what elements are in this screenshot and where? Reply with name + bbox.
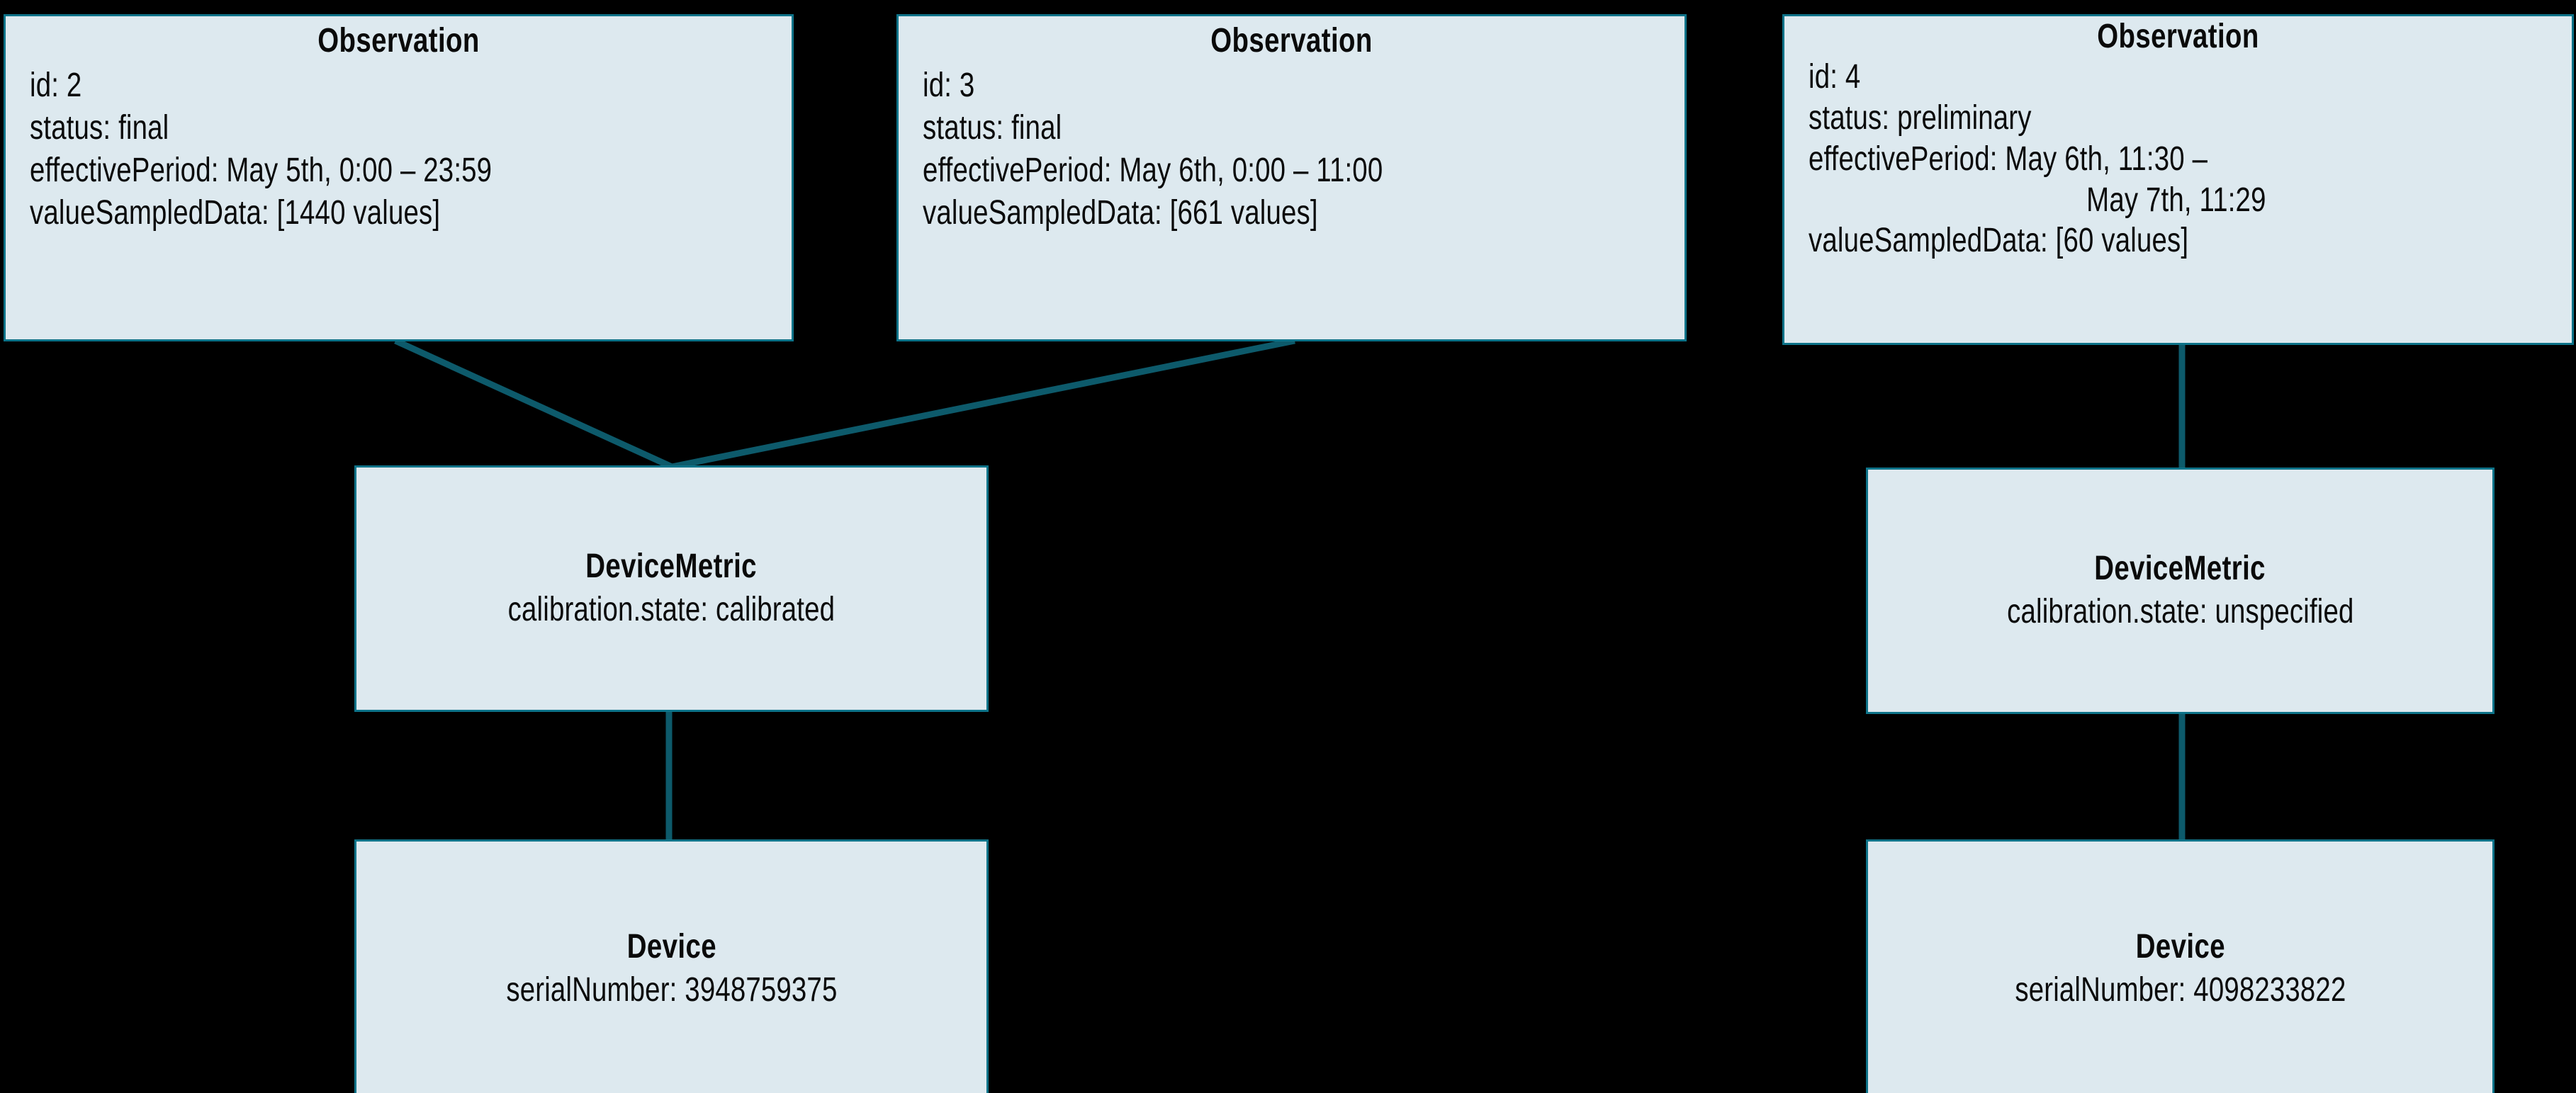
node-title-devicemetric-unspecified: DeviceMetric xyxy=(2094,550,2266,588)
node-observation-4[interactable]: Observation id: 4 status: preliminary ef… xyxy=(1782,14,2574,345)
observation-4-effective-period: effectivePeriod: May 6th, 11:30 – xyxy=(1809,140,2208,178)
observation-4-status: status: preliminary xyxy=(1809,98,2032,137)
node-title-observation-2: Observation xyxy=(317,22,480,60)
observation-3-id: id: 3 xyxy=(923,66,975,104)
observation-2-value-sampled-data: valueSampledData: [1440 values] xyxy=(30,193,441,232)
node-title-observation-4: Observation xyxy=(2097,18,2259,55)
observation-3-value-sampled-data: valueSampledData: [661 values] xyxy=(923,193,1318,232)
observation-4-value-sampled-data: valueSampledData: [60 values] xyxy=(1809,222,2189,260)
observation-3-effective-period: effectivePeriod: May 6th, 0:00 – 11:00 xyxy=(923,151,1383,189)
observation-2-status: status: final xyxy=(30,108,169,147)
observation-2-effective-period: effectivePeriod: May 5th, 0:00 – 23:59 xyxy=(30,151,493,189)
observation-4-effective-period-end: May 7th, 11:29 xyxy=(2086,181,2266,219)
node-devicemetric-calibrated[interactable]: DeviceMetric calibration.state: calibrat… xyxy=(354,465,989,712)
node-body-observation-4: id: 4 status: preliminary effectivePerio… xyxy=(1784,57,2572,260)
edge-observation3-to-devicemetric1 xyxy=(671,337,1295,470)
node-device-4098233822[interactable]: Device serialNumber: 4098233822 xyxy=(1866,839,2495,1093)
observation-2-id: id: 2 xyxy=(30,66,82,104)
node-title-observation-3: Observation xyxy=(1210,22,1373,60)
devicemetric-calibrated-calibration-state: calibration.state: calibrated xyxy=(507,591,836,628)
device-3948759375-serial-number: serialNumber: 3948759375 xyxy=(505,970,838,1009)
node-observation-2[interactable]: Observation id: 2 status: final effectiv… xyxy=(4,14,794,341)
device-4098233822-serial-number: serialNumber: 4098233822 xyxy=(2014,970,2346,1009)
node-title-device-4098233822: Device xyxy=(2135,927,2225,965)
node-body-observation-3: id: 3 status: final effectivePeriod: May… xyxy=(899,66,1684,232)
node-title-device-3948759375: Device xyxy=(626,927,716,965)
edge-observation2-to-devicemetric1 xyxy=(394,337,673,470)
node-device-3948759375[interactable]: Device serialNumber: 3948759375 xyxy=(354,839,989,1093)
node-body-observation-2: id: 2 status: final effectivePeriod: May… xyxy=(6,66,792,232)
node-observation-3[interactable]: Observation id: 3 status: final effectiv… xyxy=(896,14,1687,341)
node-devicemetric-unspecified[interactable]: DeviceMetric calibration.state: unspecif… xyxy=(1866,468,2495,714)
node-title-devicemetric-calibrated: DeviceMetric xyxy=(585,548,758,586)
observation-3-status: status: final xyxy=(923,108,1062,147)
observation-4-id: id: 4 xyxy=(1809,57,1861,96)
devicemetric-unspecified-calibration-state: calibration.state: unspecified xyxy=(2006,593,2354,630)
